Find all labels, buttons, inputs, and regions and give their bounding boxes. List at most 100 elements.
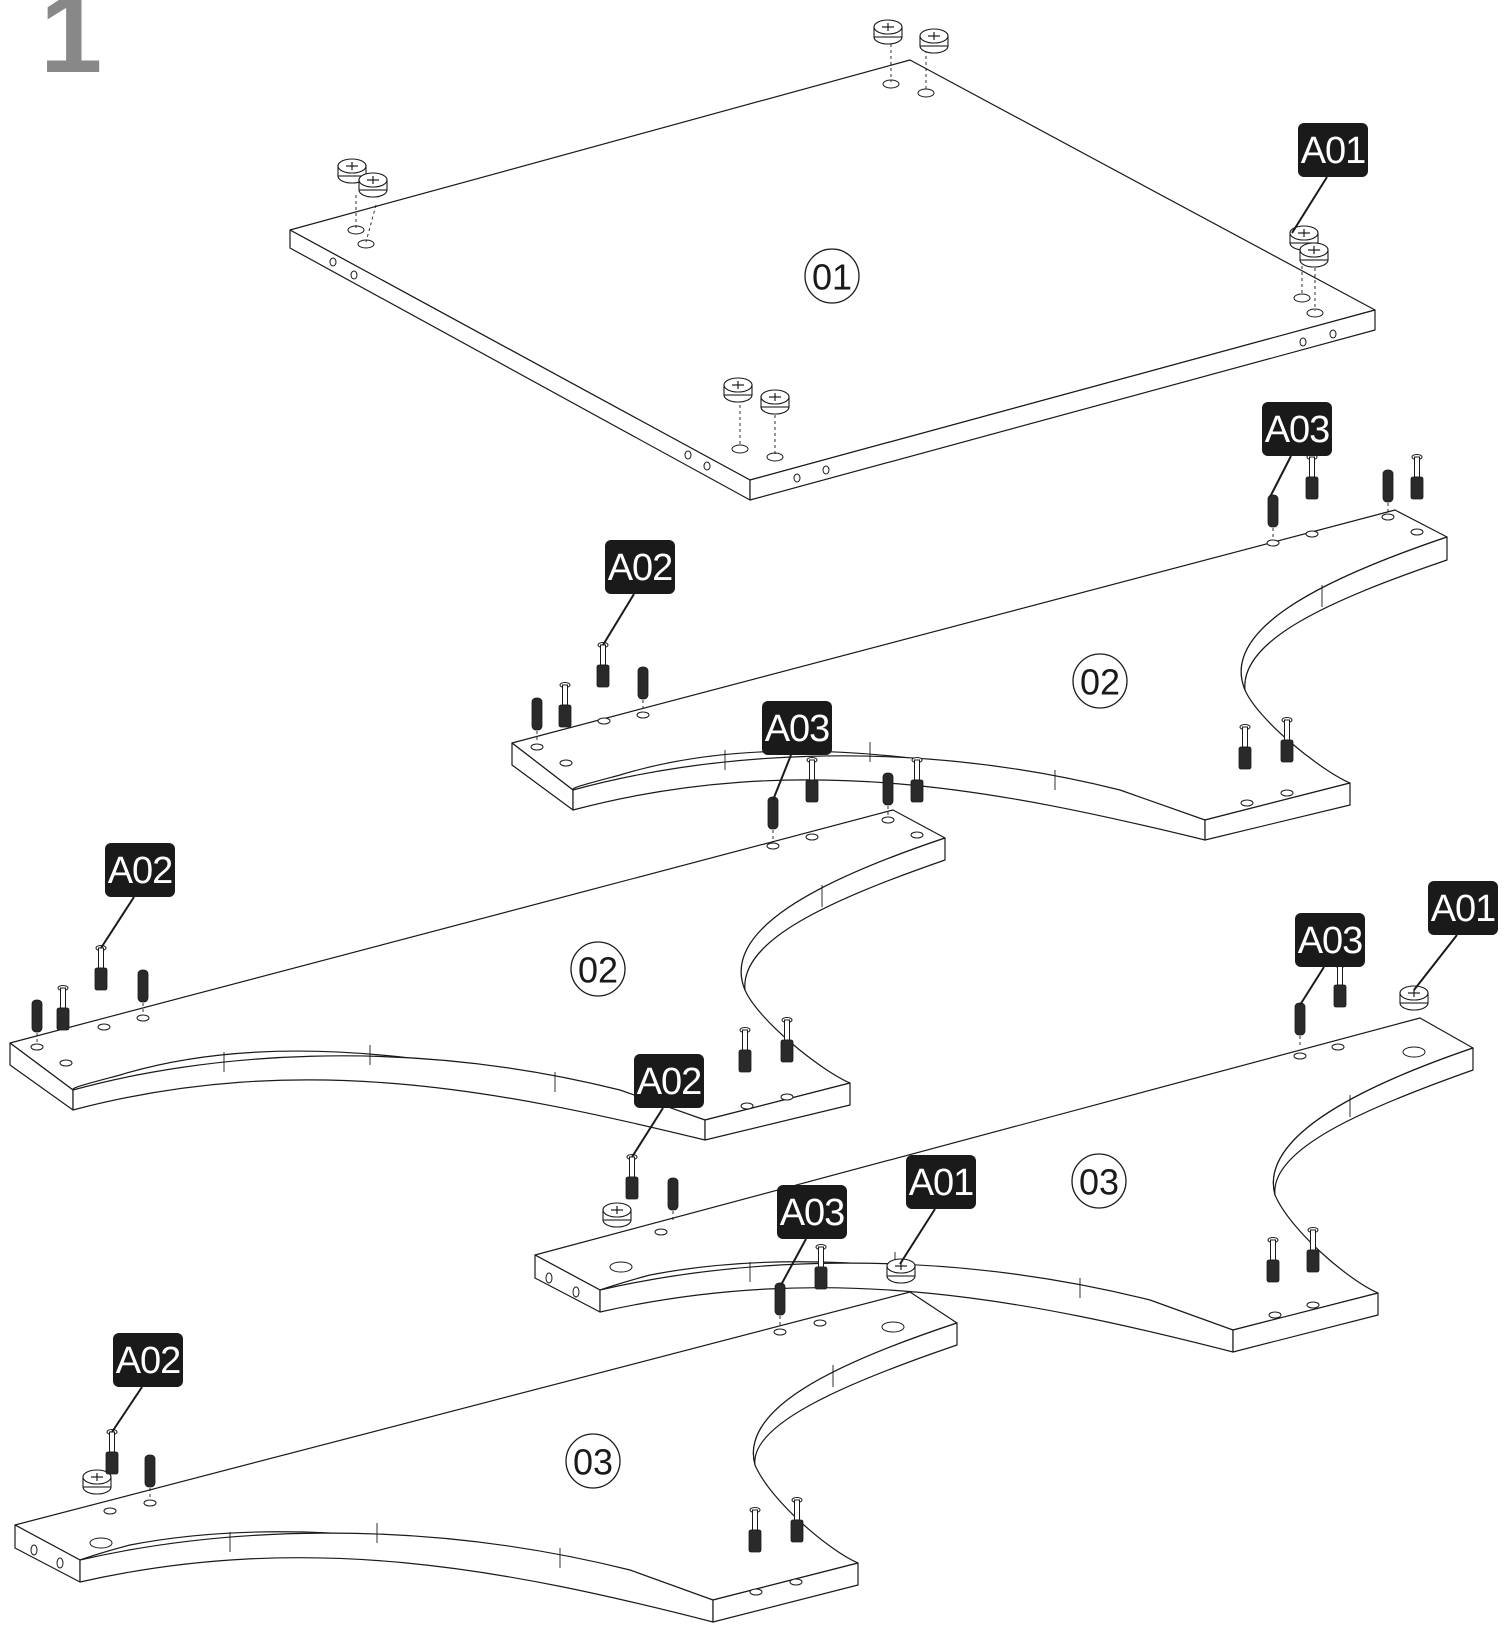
cam-bolt-icon [1333, 962, 1347, 1008]
panel-02b [9, 809, 946, 1141]
callout-tag-box [105, 843, 175, 897]
hardware [31, 19, 1429, 1553]
cam-lock-icon [82, 1469, 112, 1495]
part-callout-c4: A03 [762, 701, 832, 801]
part-callout-c8: A02 [631, 1054, 704, 1158]
panel-label-circle [570, 941, 626, 997]
callout-tag-box [113, 1333, 183, 1387]
panel-label-text: 01 [812, 257, 852, 298]
panel-label-02b: 02 [570, 941, 626, 997]
panel-labels: 01 02 02 03 03 [565, 248, 1128, 1489]
cam-bolt-icon [780, 1017, 794, 1063]
dowel-icon [667, 1177, 679, 1223]
cam-lock-icon [873, 19, 903, 45]
part-callout-c6: A01 [1413, 881, 1498, 991]
callout-tag-text: A02 [108, 850, 173, 892]
panel-label-text: 02 [578, 950, 618, 991]
panel-label-01: 01 [804, 248, 860, 304]
cam-bolt-icon [596, 642, 610, 688]
panel-label-circle [1071, 1153, 1127, 1209]
cam-bolt-icon [814, 1244, 828, 1290]
dowel-icon [137, 969, 149, 1015]
part-callout-c7: A03 [1295, 913, 1365, 1006]
cam-bolt-icon [105, 1429, 119, 1475]
dowel-icon [1267, 494, 1279, 540]
callout-leader-line [780, 1238, 807, 1286]
step-number: 1 [40, 0, 103, 96]
cam-bolt-icon [1305, 454, 1319, 500]
part-callout-c9: A03 [777, 1185, 847, 1286]
part-callout-c2: A03 [1262, 402, 1332, 498]
callout-tag-box [634, 1054, 704, 1108]
cam-bolt-icon [56, 985, 70, 1031]
cam-lock-icon [1399, 985, 1429, 1011]
cam-bolt-icon [94, 945, 108, 991]
part-callout-c5: A02 [100, 843, 175, 949]
panel-label-03b: 03 [565, 1433, 621, 1489]
cam-bolt-icon [748, 1507, 762, 1553]
cam-bolt-icon [558, 682, 572, 728]
part-callout-c11: A02 [111, 1333, 183, 1433]
callout-leader-line [1299, 966, 1325, 1006]
cam-bolt-icon [1238, 724, 1252, 770]
callout-tag-box [762, 701, 832, 755]
callout-leader-line [111, 1386, 143, 1433]
callout-tag-text: A02 [116, 1340, 181, 1382]
panel-02a [511, 509, 1448, 841]
dowel-icon [144, 1454, 156, 1500]
callout-tag-box [1298, 123, 1368, 177]
callout-tag-box [1295, 913, 1365, 967]
callout-tag-text: A03 [1298, 920, 1363, 962]
callout-tag-text: A03 [780, 1192, 845, 1234]
callout-tag-text: A01 [1431, 888, 1496, 930]
cam-bolt-icon [910, 757, 924, 803]
callout-tag-text: A03 [1265, 409, 1330, 451]
panel-label-text: 03 [573, 1442, 613, 1483]
drawing-layer [9, 19, 1474, 1623]
cam-lock-icon [358, 172, 388, 198]
callout-leader-line [1291, 176, 1328, 234]
dowel-icon [774, 1282, 786, 1328]
callout-tag-text: A03 [765, 708, 830, 750]
cam-bolt-icon [805, 757, 819, 803]
cam-bolt-icon [738, 1027, 752, 1073]
callout-tag-box [1262, 402, 1332, 456]
callout-tag-box [777, 1185, 847, 1239]
callout-tag-text: A01 [1301, 130, 1366, 172]
cam-lock-icon [1289, 225, 1319, 251]
dowel-icon [882, 772, 894, 818]
panel-label-circle [565, 1433, 621, 1489]
cam-lock-icon [723, 377, 753, 403]
cam-lock-icon [602, 1202, 632, 1228]
dowel-icon [1294, 1002, 1306, 1048]
callout-leader-line [1413, 934, 1458, 991]
callout-tag-box [605, 540, 675, 594]
panel-label-02a: 02 [1072, 653, 1128, 709]
cam-bolt-icon [1410, 454, 1424, 500]
part-callout-c10: A01 [899, 1155, 976, 1265]
part-callout-c3: A02 [602, 540, 675, 646]
part-callout-c1: A01 [1291, 123, 1368, 234]
callout-leader-line [1269, 455, 1292, 498]
panel-label-circle [1072, 653, 1128, 709]
cam-bolt-icon [1306, 1227, 1320, 1273]
cam-lock-icon [919, 28, 949, 54]
dowel-icon [1382, 469, 1394, 515]
panel-label-circle [804, 248, 860, 304]
callout-tag-box [906, 1155, 976, 1209]
panel-label-text: 02 [1080, 662, 1120, 703]
panel-label-text: 03 [1079, 1162, 1119, 1203]
panel-03b [14, 1291, 958, 1623]
cam-bolt-icon [790, 1497, 804, 1543]
callout-tag-text: A01 [909, 1162, 974, 1204]
callout-leader-line [772, 754, 792, 801]
callout-tag-text: A02 [608, 547, 673, 589]
callout-tag-text: A02 [637, 1061, 702, 1103]
cam-bolt-icon [1280, 717, 1294, 763]
callout-leader-line [631, 1107, 664, 1158]
dowel-icon [767, 796, 779, 842]
cam-lock-icon [760, 389, 790, 415]
cam-bolt-icon [1266, 1237, 1280, 1283]
callout-leader-line [602, 593, 635, 646]
